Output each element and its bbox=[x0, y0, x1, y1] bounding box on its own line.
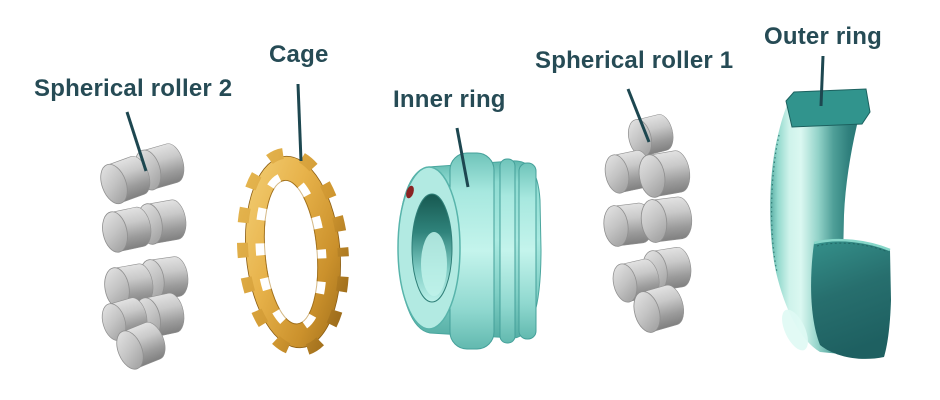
leader-line-cage bbox=[296, 83, 303, 162]
part-inner-ring bbox=[397, 152, 542, 350]
part-spherical-roller-1 bbox=[601, 111, 695, 336]
leader-lines bbox=[125, 55, 825, 188]
label-cage: Cage bbox=[269, 41, 329, 68]
leader-line-inner-ring bbox=[455, 127, 470, 188]
part-outer-ring bbox=[770, 88, 891, 359]
part-spherical-roller-2 bbox=[95, 139, 191, 374]
label-outer-ring: Outer ring bbox=[764, 23, 883, 50]
leader-line-spherical-roller-1 bbox=[626, 88, 651, 143]
leader-line-outer-ring bbox=[819, 55, 825, 107]
label-spherical-roller-1: Spherical roller 1 bbox=[535, 47, 734, 74]
leader-line-spherical-roller-2 bbox=[125, 111, 148, 172]
label-inner-ring: Inner ring bbox=[393, 86, 506, 113]
label-spherical-roller-2: Spherical roller 2 bbox=[34, 75, 233, 102]
part-cage bbox=[236, 147, 350, 357]
